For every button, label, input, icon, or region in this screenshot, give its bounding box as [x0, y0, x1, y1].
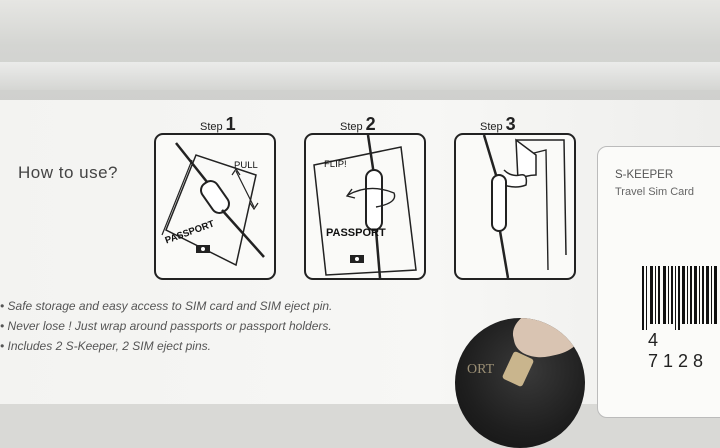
barcode-number: 4 7128 — [648, 330, 709, 371]
step-1-illustration: PULL PASSPORT — [154, 133, 276, 280]
how-to-use-title: How to use? — [18, 163, 118, 182]
list-item: • Includes 2 S-Keeper, 2 SIM eject pins. — [0, 339, 211, 353]
barcode — [642, 266, 717, 330]
step-word: Step — [480, 121, 503, 133]
step-word: Step — [340, 121, 363, 133]
passport-label: PASSPORT — [326, 227, 386, 239]
step-number: 2 — [365, 114, 376, 134]
list-item: • Safe storage and easy access to SIM ca… — [0, 299, 333, 313]
step-number: 1 — [225, 114, 236, 134]
pull-label: PULL — [234, 160, 258, 171]
list-item: • Never lose ! Just wrap around passport… — [0, 319, 332, 333]
flip-label: FLIP! — [324, 159, 347, 170]
step-word: Step — [200, 121, 223, 133]
step-3-illustration — [454, 133, 576, 280]
product-subtitle: Travel Sim Card — [615, 186, 695, 198]
feature-list: • Safe storage and easy access to SIM ca… — [0, 296, 332, 356]
brand-name: S-KEEPER — [615, 169, 674, 181]
step-number: 3 — [505, 114, 516, 134]
photo-text: ORT — [467, 362, 495, 377]
product-photo: ORT — [455, 318, 585, 448]
sim-pin — [501, 350, 535, 388]
step-2-illustration: FLIP! PASSPORT — [304, 133, 426, 280]
plastic-reflection — [0, 62, 720, 90]
